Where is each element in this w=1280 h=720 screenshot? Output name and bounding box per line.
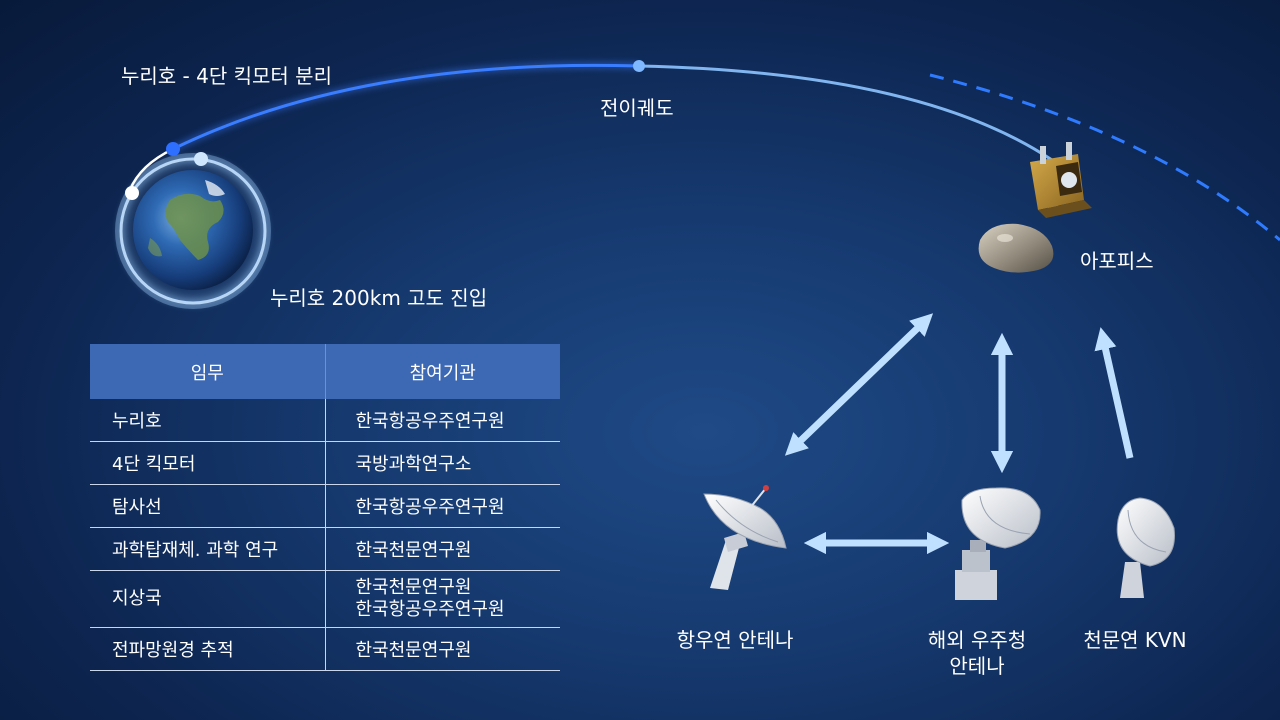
transfer-point — [633, 60, 645, 72]
table-row: 과학탑재체. 과학 연구 한국천문연구원 — [90, 527, 560, 571]
org-line: 한국천문연구원 — [355, 577, 472, 598]
kari-antenna-icon — [703, 485, 787, 590]
header-mission: 임무 — [90, 344, 326, 399]
kvn-antenna-icon — [1116, 497, 1175, 598]
table-row: 4단 킥모터 국방과학연구소 — [90, 441, 560, 485]
org-cell: 국방과학연구소 — [324, 441, 560, 485]
org-cell: 한국천문연구원 — [324, 627, 560, 671]
mission-cell: 전파망원경 추적 — [90, 627, 325, 671]
kasa-antenna-label-line2: 안테나 — [949, 654, 1005, 678]
entry-label: 누리호 200km 고도 진입 — [270, 286, 488, 310]
mission-cell: 탐사선 — [90, 484, 325, 528]
mission-table: 임무 참여기관 누리호 한국항공우주연구원 4단 킥모터 국방과학연구소 탐사선… — [90, 344, 560, 671]
org-line: 한국항공우주연구원 — [355, 599, 505, 620]
table-row: 누리호 한국항공우주연구원 — [90, 399, 560, 442]
kvn-label: 천문연 KVN — [1083, 628, 1187, 652]
org-cell: 한국천문연구원 한국항공우주연구원 — [324, 570, 560, 628]
mission-cell: 지상국 — [90, 570, 325, 628]
asteroid-icon — [978, 223, 1054, 273]
transfer-orbit — [171, 60, 1280, 242]
org-cell: 한국천문연구원 — [324, 527, 560, 571]
table-header-row: 임무 참여기관 — [90, 344, 560, 399]
separation-point — [166, 142, 180, 156]
table-row: 지상국 한국천문연구원 한국항공우주연구원 — [90, 570, 560, 628]
table-row: 탐사선 한국항공우주연구원 — [90, 484, 560, 528]
separation-label: 누리호 - 4단 킥모터 분리 — [121, 64, 332, 88]
orbit-point — [194, 152, 208, 166]
header-org: 참여기관 — [325, 344, 560, 399]
kasa-antenna-icon — [955, 487, 1041, 600]
spacecraft-icon — [1030, 142, 1092, 218]
earth — [115, 142, 271, 309]
kari-antenna-label: 항우연 안테나 — [676, 628, 794, 652]
arrow-kvn-apophis — [1094, 327, 1134, 459]
mission-cell: 누리호 — [90, 399, 325, 442]
launch-point — [125, 186, 139, 200]
arrow-kari-apophis — [784, 313, 934, 456]
org-cell: 한국항공우주연구원 — [324, 399, 560, 442]
org-cell: 한국항공우주연구원 — [324, 484, 560, 528]
communication-arrows — [784, 313, 1134, 555]
apophis-label: 아포피스 — [1080, 249, 1154, 273]
table-row: 전파망원경 추적 한국천문연구원 — [90, 627, 560, 671]
transfer-orbit-label: 전이궤도 — [600, 96, 674, 120]
mission-cell: 과학탑재체. 과학 연구 — [90, 527, 325, 571]
mission-cell: 4단 킥모터 — [90, 441, 325, 485]
kasa-antenna-label-line1: 해외 우주청 — [927, 628, 1027, 652]
